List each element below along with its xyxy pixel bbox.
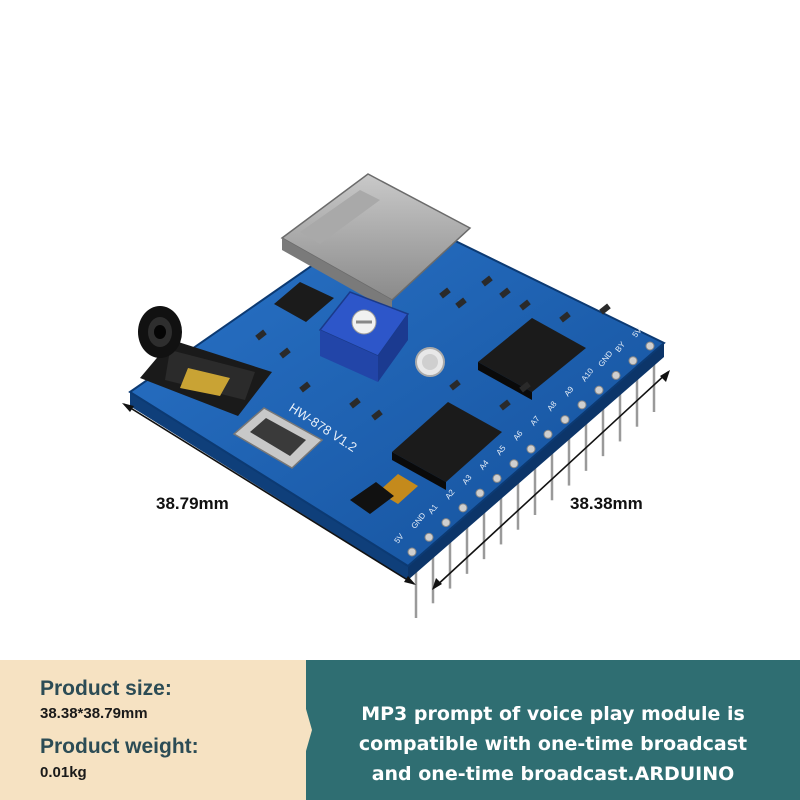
product-description: MP3 prompt of voice play module is compa…	[316, 699, 790, 789]
dimension-arrow-right	[432, 370, 670, 590]
pcb-edge-right	[408, 343, 664, 580]
pin-pad	[594, 385, 604, 395]
pin-pad	[424, 532, 434, 542]
pin-pad	[577, 400, 587, 410]
chip-small	[274, 282, 334, 322]
pin-pad	[441, 518, 451, 528]
chip-large	[392, 402, 502, 490]
audio-jack	[138, 306, 272, 416]
pin-pad	[560, 415, 570, 425]
panel-divider-arrow	[292, 660, 312, 800]
product-size-value: 38.38*38.79mm	[40, 705, 148, 722]
pin-pad	[628, 356, 638, 366]
potentiometer	[318, 291, 410, 382]
spec-panel	[0, 660, 306, 800]
pin-pad	[526, 444, 536, 454]
header-pins	[414, 364, 656, 618]
sd-card-slot	[280, 173, 472, 312]
product-photo: HW-878 V1.2 5VGNDA1A2A3A4A5A6A7A8A9A10GN…	[122, 173, 670, 618]
product-size-label: Product size:	[40, 677, 172, 700]
pin-pad	[543, 429, 553, 439]
pin-pad	[645, 341, 655, 351]
length-dimension-label: 38.79mm	[156, 494, 229, 513]
pin-pad	[475, 488, 485, 498]
capacitor	[350, 474, 418, 514]
chip-right	[478, 318, 586, 400]
width-dimension-label: 38.38mm	[570, 494, 643, 513]
pin-pad	[492, 473, 502, 483]
product-weight-label: Product weight:	[40, 735, 199, 758]
description-line: compatible with one-time broadcast	[358, 733, 748, 755]
description-panel	[306, 660, 800, 800]
description-line: MP3 prompt of voice play module is	[361, 703, 745, 725]
pin-pad	[407, 547, 417, 557]
product-weight-value: 0.01kg	[40, 764, 87, 781]
pin-pad	[458, 503, 468, 513]
micro-usb-port	[232, 407, 324, 469]
smd-components	[255, 275, 611, 421]
description-line: and one-time broadcast.ARDUINO	[371, 763, 735, 785]
mounting-hole	[415, 347, 445, 377]
pin-pad	[509, 459, 519, 469]
pin-pad	[611, 370, 621, 380]
dimension-arrow-left	[122, 403, 416, 585]
pcb-board	[128, 208, 666, 568]
pcb-edge	[130, 392, 408, 580]
